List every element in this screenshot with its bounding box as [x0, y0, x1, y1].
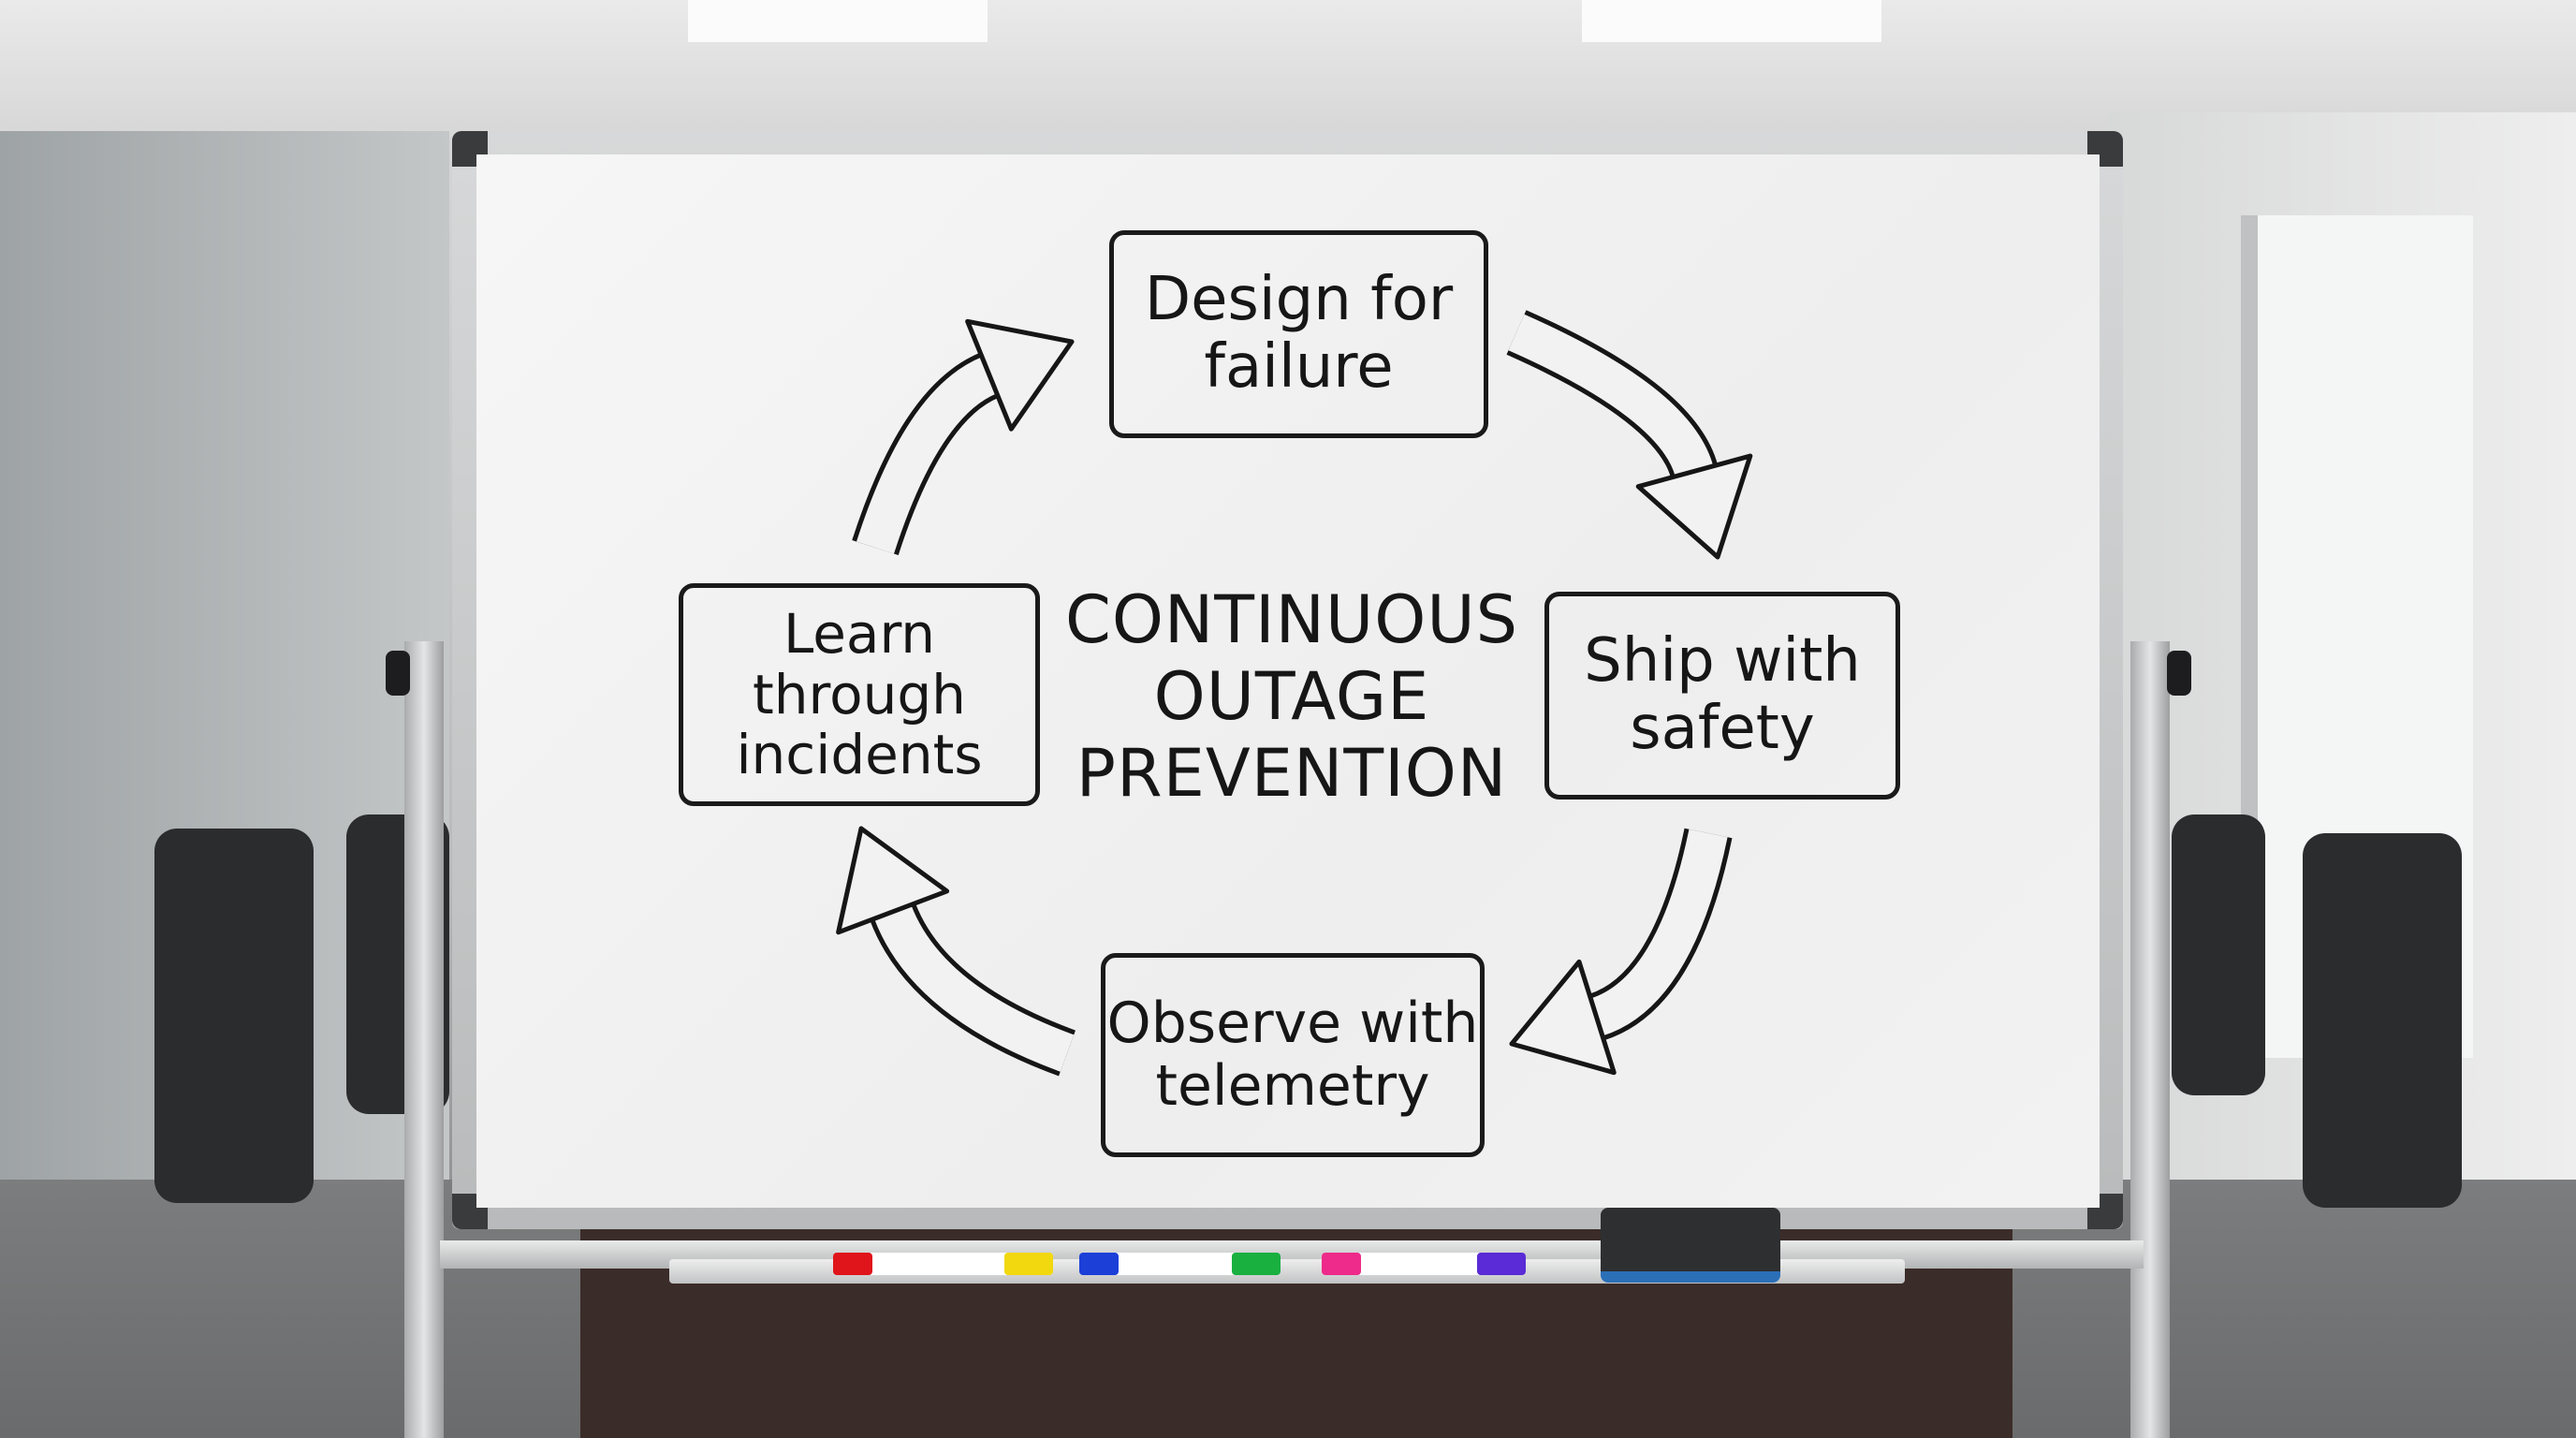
step-design-for-failure: Design for failure: [1109, 230, 1488, 438]
marker-cap: [1004, 1253, 1053, 1275]
stand-knob: [386, 651, 410, 696]
step-line: telemetry: [1155, 1053, 1430, 1119]
marker-cap: [1477, 1253, 1526, 1275]
ceiling-light: [688, 0, 988, 42]
step-line: failure: [1204, 332, 1394, 402]
marker-blue-green[interactable]: [1079, 1253, 1281, 1275]
arrow-head-icon: [965, 318, 1075, 432]
title-line: CONTINUOUS: [1064, 581, 1519, 658]
step-learn-through-incidents: Learn through incidents: [679, 583, 1040, 806]
arrow-shaft: [856, 357, 998, 554]
arrow-head-icon: [1635, 453, 1753, 560]
arrow-shaft: [1589, 829, 1728, 1036]
arrow-head-icon: [1509, 959, 1617, 1076]
diagram-title: CONTINUOUS OUTAGE PREVENTION: [1058, 581, 1526, 813]
stand-leg-right: [2130, 641, 2170, 1438]
marker-pink-purple[interactable]: [1322, 1253, 1526, 1275]
step-line: through: [753, 662, 966, 726]
step-line: incidents: [736, 723, 983, 787]
ceiling-light: [1582, 0, 1881, 42]
arrow-head-icon: [836, 826, 950, 935]
step-line: Learn: [783, 601, 936, 666]
stand-leg-left: [404, 641, 444, 1438]
step-line: Design for: [1144, 265, 1454, 335]
title-line: PREVENTION: [1076, 734, 1508, 812]
marker-cap: [1079, 1253, 1119, 1275]
marker-cap: [833, 1253, 872, 1275]
whiteboard: [476, 154, 2100, 1208]
step-line: safety: [1630, 694, 1815, 763]
arrow-shaft: [873, 903, 1075, 1072]
office-chair: [2303, 833, 2462, 1208]
office-chair: [2172, 814, 2265, 1095]
office-chair: [154, 829, 314, 1203]
whiteboard-eraser[interactable]: [1601, 1208, 1780, 1283]
stand-knob: [2167, 651, 2191, 696]
marker-cap: [1232, 1253, 1281, 1275]
step-line: Observe with: [1106, 990, 1479, 1056]
marker-red-yellow[interactable]: [833, 1253, 1053, 1275]
step-observe-with-telemetry: Observe with telemetry: [1101, 953, 1485, 1157]
step-ship-with-safety: Ship with safety: [1544, 592, 1900, 800]
marker-cap: [1322, 1253, 1361, 1275]
arrow-shaft: [1508, 314, 1714, 477]
title-line: OUTAGE: [1153, 657, 1430, 735]
step-line: Ship with: [1584, 626, 1861, 697]
